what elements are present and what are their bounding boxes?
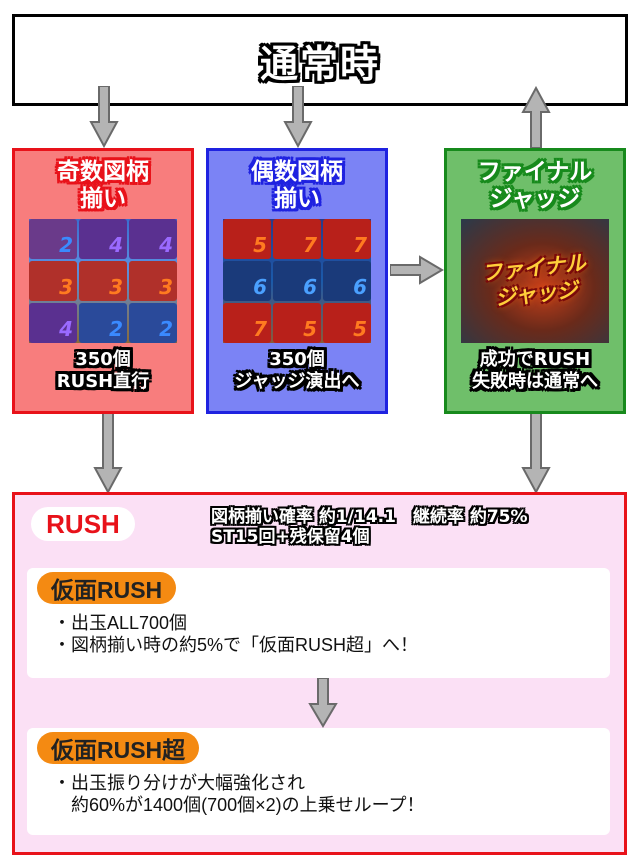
odd-title-line1: 奇数図柄 bbox=[57, 159, 149, 185]
reel-symbol: 2 bbox=[79, 303, 127, 343]
reel-symbol: 2 bbox=[29, 219, 77, 259]
odd-destination: RUSH直行 bbox=[56, 371, 150, 392]
kamen-rush-super-bullet-1: ・出玉振り分けが大幅強化され bbox=[53, 773, 305, 793]
reel-symbol: 3 bbox=[79, 261, 127, 301]
even-card-title: 偶数図柄 揃い bbox=[251, 159, 343, 213]
kamen-rush-super-panel: 仮面RUSH超 ・出玉振り分けが大幅強化され 約60%が1400個(700個×2… bbox=[27, 728, 610, 835]
odd-payout: 350個 bbox=[75, 349, 131, 370]
even-title-line1: 偶数図柄 bbox=[251, 159, 343, 185]
rush-spec: 図柄揃い確率 約1/14.1 継続率 約75% ST15回+残保留4個 bbox=[211, 507, 528, 547]
normal-state-title: 通常時 bbox=[259, 41, 380, 86]
even-title-line2: 揃い bbox=[274, 186, 320, 212]
arrow-right-to-final bbox=[390, 255, 444, 285]
reel-symbol: 4 bbox=[79, 219, 127, 259]
kamen-rush-label: 仮面RUSH bbox=[37, 572, 177, 604]
odd-title-line2: 揃い bbox=[80, 186, 126, 212]
even-symbol-card: 偶数図柄 揃い 5 7 7 6 6 6 7 5 5 350個 ジャッジ演出へ bbox=[206, 148, 388, 414]
kamen-rush-bullet-2: ・図柄揃い時の約5%で「仮面RUSH超」へ！ bbox=[53, 635, 419, 655]
arrow-down-to-odd bbox=[89, 86, 119, 148]
arrow-up-to-normal bbox=[521, 86, 551, 148]
final-title-line1: ファイナル bbox=[477, 159, 593, 185]
reel-symbol: 2 bbox=[129, 303, 177, 343]
normal-state-box: 通常時 bbox=[12, 14, 628, 106]
odd-card-result: 350個 RUSH直行 bbox=[57, 349, 150, 393]
reel-symbol: 7 bbox=[273, 219, 321, 259]
final-judge-logo-text: ファイナルジャッジ bbox=[480, 250, 587, 311]
even-payout: 350個 bbox=[269, 349, 325, 370]
odd-symbol-card: 奇数図柄 揃い 2 4 4 3 3 3 4 2 2 350個 RUSH直行 bbox=[12, 148, 194, 414]
final-judge-screenshot: ファイナルジャッジ bbox=[461, 219, 609, 343]
reel-symbol: 6 bbox=[223, 261, 271, 301]
reel-symbol: 3 bbox=[129, 261, 177, 301]
kamen-rush-panel: 仮面RUSH ・出玉ALL700個 ・図柄揃い時の約5%で「仮面RUSH超」へ！ bbox=[27, 568, 610, 678]
final-success-text: 成功でRUSH bbox=[479, 349, 591, 370]
reel-symbol: 6 bbox=[323, 261, 371, 301]
reel-symbol: 5 bbox=[323, 303, 371, 343]
even-card-result: 350個 ジャッジ演出へ bbox=[234, 349, 359, 393]
final-title-line2: ジャッジ bbox=[489, 186, 581, 212]
reel-symbol: 6 bbox=[273, 261, 321, 301]
reel-symbol: 3 bbox=[29, 261, 77, 301]
rush-probability-continuation: 図柄揃い確率 約1/14.1 継続率 約75% bbox=[211, 507, 528, 527]
even-destination: ジャッジ演出へ bbox=[234, 371, 360, 392]
kamen-rush-super-bullet-2: 約60%が1400個(700個×2)の上乗せループ！ bbox=[53, 795, 425, 815]
kamen-rush-bullet-1: ・出玉ALL700個 bbox=[53, 613, 188, 633]
even-reel-screenshot: 5 7 7 6 6 6 7 5 5 bbox=[223, 219, 371, 343]
odd-card-title: 奇数図柄 揃い bbox=[57, 159, 149, 213]
arrow-down-to-kamen-rush-super bbox=[308, 678, 338, 728]
rush-section: RUSH 図柄揃い確率 約1/14.1 継続率 約75% ST15回+残保留4個… bbox=[12, 492, 627, 855]
reel-symbol: 5 bbox=[223, 219, 271, 259]
final-judge-card: ファイナル ジャッジ ファイナルジャッジ 成功でRUSH 失敗時は通常へ bbox=[444, 148, 626, 414]
reel-symbol: 7 bbox=[323, 219, 371, 259]
odd-reel-screenshot: 2 4 4 3 3 3 4 2 2 bbox=[29, 219, 177, 343]
reel-symbol: 4 bbox=[29, 303, 77, 343]
rush-st-spins: ST15回+残保留4個 bbox=[211, 527, 370, 547]
arrow-down-final-to-rush bbox=[521, 412, 551, 494]
final-card-title: ファイナル ジャッジ bbox=[478, 159, 593, 213]
arrow-down-odd-to-rush bbox=[93, 412, 123, 494]
reel-symbol: 4 bbox=[129, 219, 177, 259]
kamen-rush-super-label: 仮面RUSH超 bbox=[37, 732, 200, 764]
final-fail-text: 失敗時は通常へ bbox=[472, 371, 598, 392]
rush-label: RUSH bbox=[31, 507, 135, 541]
reel-symbol: 5 bbox=[273, 303, 321, 343]
arrow-down-to-even bbox=[283, 86, 313, 148]
reel-symbol: 7 bbox=[223, 303, 271, 343]
final-card-result: 成功でRUSH 失敗時は通常へ bbox=[472, 349, 598, 393]
